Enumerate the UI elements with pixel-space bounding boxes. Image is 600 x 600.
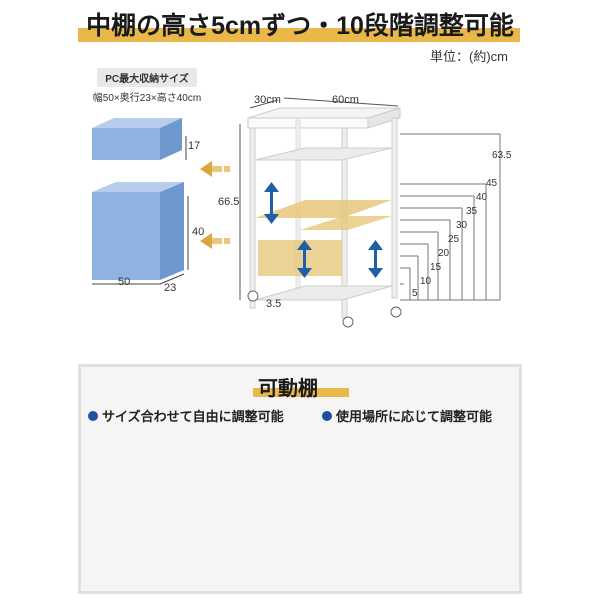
panel-title-underline [253,388,349,397]
bullet-dot-icon [322,410,332,421]
cart-depth: 30cm [254,94,281,106]
arrow-left-icon [200,161,230,177]
pc-size-dims: 幅50×奥行23×高さ40cm [92,93,202,104]
bullet-adjust-location: 使用場所に応じて調整可能 [322,406,492,425]
bullet-dot-icon [88,410,98,421]
caster-height: 3.5 [266,298,282,310]
tick-10: 10 [420,276,432,287]
cart-illustration [247,107,402,328]
bullet-adjust-free: サイズ合わせて自由に調整可能 [88,406,284,425]
cart-width: 60cm [332,94,359,106]
tick-40: 40 [476,192,488,203]
tick-30: 30 [456,220,468,231]
tick-20: 20 [438,248,450,259]
tick-45: 45 [486,178,498,189]
title-underline [78,28,520,42]
box-depth: 23 [164,282,177,294]
cart-height: 66.5 [218,196,240,208]
tick-63-5: 63.5 [492,150,512,161]
header: 中棚の高さ5cmずつ・10段階調整可能 [0,0,600,48]
large-box [92,182,184,280]
pc-size-title: PC最大収納サイズ [97,68,197,87]
unit-label: 単位：(約)cm [430,49,508,64]
movable-shelf-panel [78,364,522,594]
box-small-height: 17 [188,140,201,152]
bullet-text: 使用場所に応じて調整可能 [336,409,493,424]
height-steps [400,133,501,301]
box-large-height: 40 [192,226,205,238]
pc-size-box: PC最大収納サイズ 幅50×奥行23×高さ40cm [82,68,212,104]
panel-title: 可動棚 [258,378,318,400]
bullet-text: サイズ合わせて自由に調整可能 [102,409,284,424]
tick-15: 15 [430,262,442,273]
box-width: 50 [118,276,131,288]
tick-5: 5 [412,288,418,299]
page-title: 中棚の高さ5cmずつ・10段階調整可能 [86,12,514,40]
tick-25: 25 [448,234,460,245]
arrow-left-icon [200,233,230,249]
tick-35: 35 [466,206,478,217]
small-box [92,118,182,160]
